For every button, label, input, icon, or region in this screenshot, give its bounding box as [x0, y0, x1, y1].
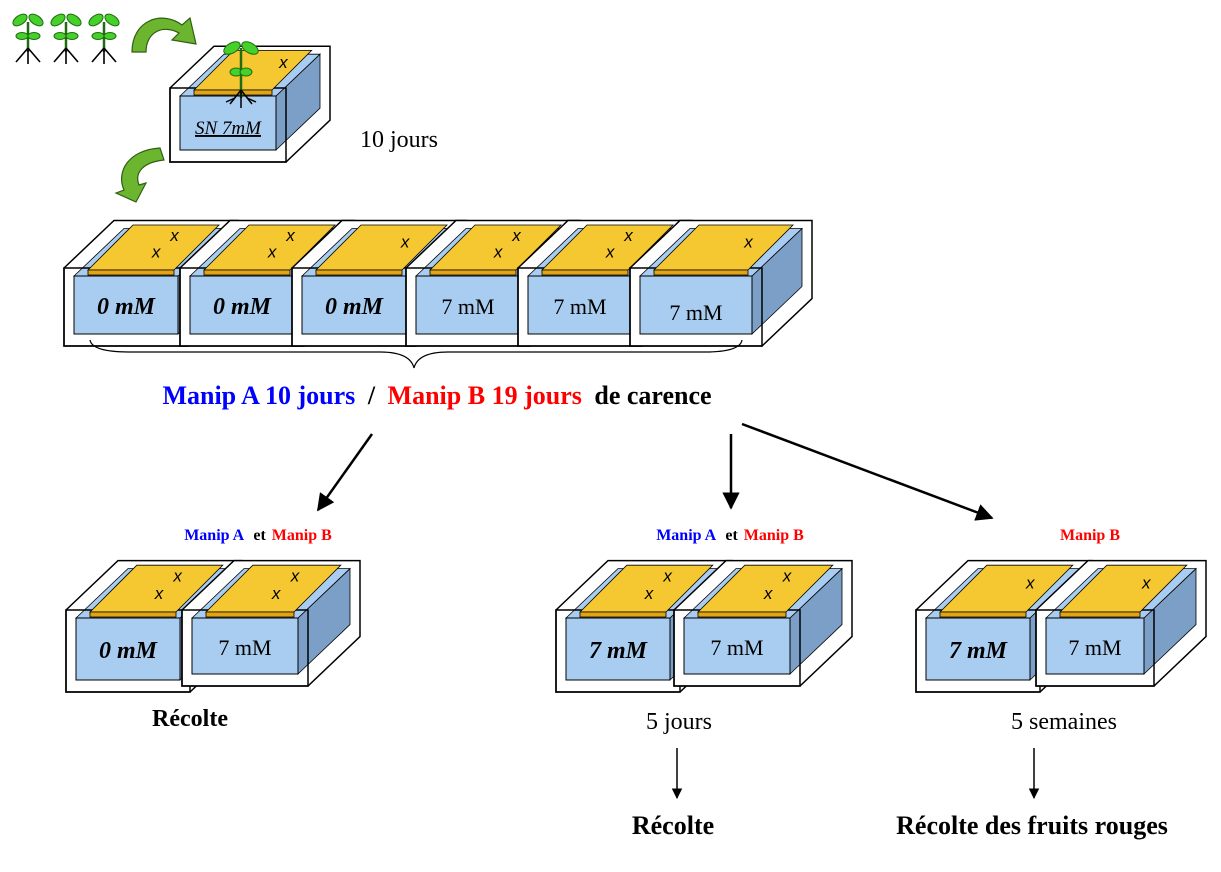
- seedling-icon: [12, 13, 44, 64]
- plant-mark: x: [743, 233, 753, 252]
- tank-label: 7 mM: [553, 294, 606, 319]
- duration-10-jours: 10 jours: [360, 127, 438, 153]
- plant-mark: x: [644, 584, 654, 603]
- plant-mark: x: [169, 226, 179, 245]
- group3-result: Récolte des fruits rouges: [896, 811, 1168, 840]
- group1-tank-right: xx 7 mM: [181, 559, 361, 687]
- tank-front-face: [191, 617, 299, 675]
- tank-front-face: [73, 275, 179, 335]
- plant-mark: x: [285, 226, 295, 245]
- floating-board-edge: [653, 269, 749, 276]
- seedling-icons: [12, 13, 120, 64]
- tank-label: 0 mM: [213, 294, 273, 320]
- tank-label: 7 mM: [949, 638, 1009, 664]
- tank-label: 7 mM: [218, 635, 271, 660]
- group2-header-manip-b: Manip B: [744, 527, 804, 544]
- tank-front-face: [301, 275, 407, 335]
- plant-mark: x: [511, 226, 521, 245]
- tank-front-face: [527, 275, 633, 335]
- plant-mark: x: [271, 584, 281, 603]
- seedling-icon: [50, 13, 82, 64]
- floating-board-edge: [939, 611, 1027, 618]
- tank-front-face: [565, 617, 671, 681]
- floating-board-edge: [315, 269, 403, 276]
- plant-mark: x: [623, 226, 633, 245]
- plant-mark: x: [400, 233, 410, 252]
- tank-label: 7 mM: [710, 635, 763, 660]
- group2-header-manip-a: Manip A: [656, 527, 716, 544]
- group2-duration: 5 jours: [646, 709, 712, 735]
- floating-board-edge: [193, 89, 273, 96]
- caption-separator: /: [367, 381, 376, 410]
- tank-label: 7 mM: [669, 300, 722, 325]
- seedling-on-tank-icon: [223, 41, 259, 108]
- plant-mark: x: [172, 567, 182, 586]
- row-tank-6: x 7 mM: [629, 219, 813, 347]
- group1-header-et: et: [253, 527, 266, 544]
- tank-label: 0 mM: [97, 294, 157, 320]
- floating-board-edge: [87, 269, 175, 276]
- floating-board-edge: [1059, 611, 1141, 618]
- group1-result: Récolte: [152, 706, 228, 732]
- floating-board-edge: [429, 269, 517, 276]
- group1-header-manip-b: Manip B: [272, 527, 332, 544]
- tank-label: 7 mM: [441, 294, 494, 319]
- plant-mark: x: [782, 567, 792, 586]
- tank-front-face: [1045, 617, 1145, 675]
- tank-label: 7 mM: [589, 638, 649, 664]
- tank-front-face: [925, 617, 1031, 681]
- floating-board-edge: [579, 611, 667, 618]
- tank-front-face: [639, 275, 753, 335]
- group2-tank-right: xx 7 mM: [673, 559, 853, 687]
- tank-front-face: [415, 275, 521, 335]
- group2-header: Manip A et Manip B: [656, 527, 804, 544]
- caption-de-carence: de carence: [594, 381, 711, 410]
- tank-label: 7 mM: [1068, 635, 1121, 660]
- group3-duration: 5 semaines: [1011, 709, 1117, 735]
- plant-mark: x: [278, 53, 288, 72]
- initial-tank: x SN 7mM: [169, 41, 331, 163]
- plant-mark: x: [763, 584, 773, 603]
- group2-result: Récolte: [632, 811, 714, 840]
- arrow-to-group1: [316, 433, 374, 512]
- floating-board-edge: [205, 611, 295, 618]
- tank-front-face: [179, 95, 277, 151]
- group1-header: Manip A et Manip B: [184, 527, 332, 544]
- caption-manip-b: Manip B 19 jours: [388, 381, 582, 410]
- plant-mark: x: [662, 567, 672, 586]
- initial-tank-label: SN 7mM: [195, 118, 262, 139]
- tank-label: 0 mM: [325, 294, 385, 320]
- plant-mark: x: [290, 567, 300, 586]
- caption-manip-a: Manip A 10 jours: [162, 381, 355, 410]
- plant-mark: x: [151, 242, 161, 261]
- plant-mark: x: [493, 242, 503, 261]
- tank-front-face: [75, 617, 181, 681]
- plant-mark: x: [267, 242, 277, 261]
- arrow-to-group3: [741, 422, 994, 521]
- tank-label: 0 mM: [99, 638, 159, 664]
- tank-front-face: [683, 617, 791, 675]
- floating-board-edge: [697, 611, 787, 618]
- group2-header-et: et: [725, 527, 738, 544]
- floating-board-edge: [203, 269, 291, 276]
- floating-board-edge: [541, 269, 629, 276]
- plant-mark: x: [605, 242, 615, 261]
- floating-board-edge: [89, 611, 177, 618]
- plant-mark: x: [1141, 574, 1151, 593]
- seedling-icon: [88, 13, 120, 64]
- green-curved-arrow-1: [131, 16, 197, 53]
- row-brace: [89, 339, 743, 369]
- green-curved-arrow-2: [114, 147, 165, 203]
- group3-tank-right: x 7 mM: [1035, 559, 1207, 687]
- group3-header: Manip B: [1060, 527, 1120, 544]
- plant-mark: x: [1025, 574, 1035, 593]
- group1-header-manip-a: Manip A: [184, 527, 244, 544]
- plant-mark: x: [154, 584, 164, 603]
- caption-carence: Manip A 10 jours / Manip B 19 jours de c…: [162, 381, 711, 410]
